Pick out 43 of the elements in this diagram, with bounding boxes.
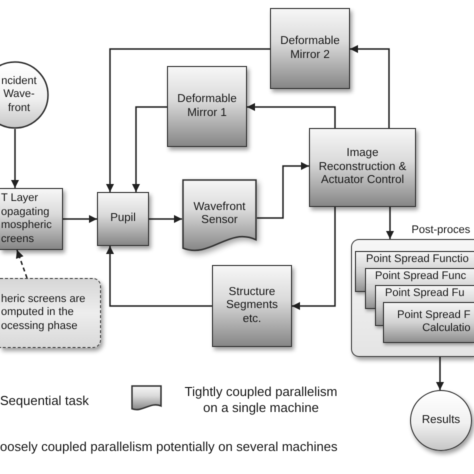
node-label: Image Reconstruction & Actuator Control — [318, 147, 408, 188]
node-label: Point Spread F Calculatio — [396, 308, 470, 336]
legend-label: Tightly coupled parallelism on a single machine — [184, 384, 338, 416]
arrow — [257, 162, 309, 219]
arrow — [11, 129, 19, 188]
arrow — [132, 106, 167, 192]
panel-heading: Post-proces — [412, 224, 470, 237]
arrow — [106, 246, 212, 307]
stacked-card — [374, 284, 474, 302]
stacked-card — [382, 302, 474, 342]
node-label: Point Spread Func — [375, 270, 466, 284]
node-label: Wavefront Sensor — [192, 200, 246, 228]
node-label: T Layer opagating mospheric creens — [1, 192, 53, 246]
callout-box — [0, 278, 101, 348]
node-label: ncident Wave- front — [0, 74, 38, 116]
node-label: Results — [422, 414, 460, 428]
arrow — [106, 48, 270, 192]
arrow — [292, 207, 336, 310]
process-box — [167, 66, 247, 147]
process-box — [0, 188, 63, 250]
arrow — [350, 45, 390, 128]
stacked-card — [354, 250, 474, 268]
node-label: Point Spread Fu — [385, 287, 464, 300]
node-label: Deformable Mirror 2 — [279, 35, 341, 62]
stacked-card — [364, 268, 474, 284]
process-box — [270, 8, 350, 89]
node-label: Deformable Mirror 1 — [176, 93, 238, 120]
process-box — [309, 128, 416, 207]
arrow — [436, 357, 444, 390]
process-box — [212, 265, 292, 347]
arrow — [63, 215, 97, 223]
process-box — [97, 192, 149, 246]
legend-label: oosely coupled parallelism potentially on several machines — [0, 439, 338, 455]
node-label: Structure Segments etc. — [225, 286, 279, 326]
node-label: Pupil — [110, 212, 136, 226]
arrow — [149, 215, 182, 223]
arrow — [247, 103, 336, 128]
dashed-arrow — [16, 250, 28, 278]
arrow — [386, 207, 394, 239]
node-label: Point Spread Functio — [366, 253, 469, 266]
node-label: heric screens are omputed in the ocessing phase — [1, 292, 86, 334]
output-circle — [410, 390, 472, 451]
legend-label: Sequential task — [0, 393, 89, 409]
